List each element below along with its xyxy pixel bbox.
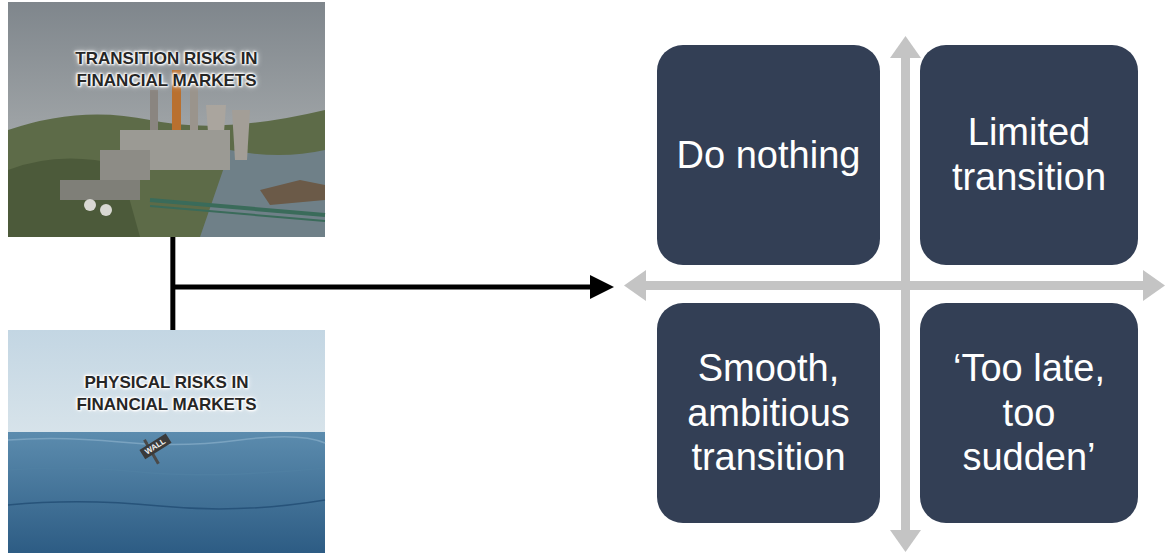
scenario-box: Smooth, ambitious transition xyxy=(657,303,880,523)
panel-title: PHYSICAL RISKS IN FINANCIAL MARKETS xyxy=(42,372,292,416)
quadrant-axes xyxy=(624,36,1165,552)
sea-photo xyxy=(8,330,325,553)
scenario-label: Smooth, ambitious transition xyxy=(671,346,866,480)
scenario-label: Limited transition xyxy=(934,110,1124,200)
scenario-box: ‘Too late, too sudden’ xyxy=(920,303,1138,523)
scenario-label: Do nothing xyxy=(677,133,861,178)
scenario-label: ‘Too late, too sudden’ xyxy=(934,346,1124,480)
branch-arrow xyxy=(172,275,614,299)
scenario-box: Limited transition xyxy=(920,45,1138,265)
connector-line xyxy=(172,237,173,330)
photo-panel: TRANSITION RISKS IN FINANCIAL MARKETS xyxy=(8,2,325,237)
panel-title: TRANSITION RISKS IN FINANCIAL MARKETS xyxy=(42,48,292,92)
scenario-box: Do nothing xyxy=(657,45,880,265)
power-plant-photo xyxy=(8,2,325,237)
